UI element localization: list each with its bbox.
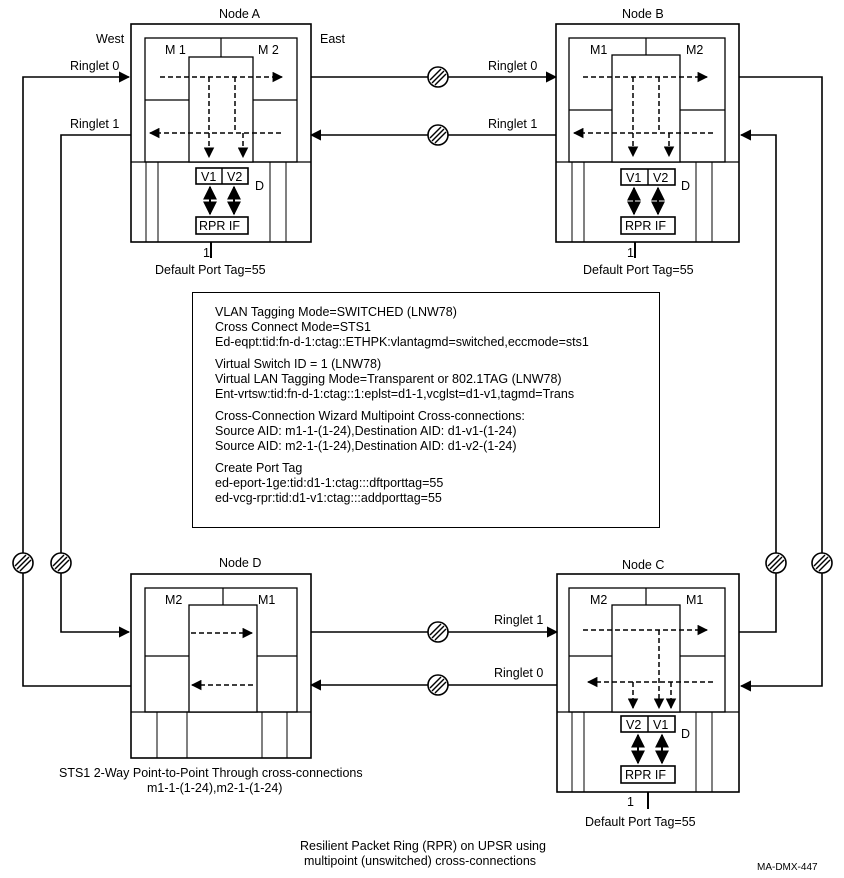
node-c-m2-label: M2	[590, 593, 607, 607]
fiber-span-icon	[427, 621, 449, 643]
ringlet-label: Ringlet 0	[494, 666, 543, 680]
info-group-virtual-switch: Virtual Switch ID = 1 (LNW78) Virtual LA…	[215, 357, 659, 402]
ringlet-label: Ringlet 1	[488, 117, 537, 131]
fiber-span-icon	[811, 552, 833, 574]
caption-line1: Resilient Packet Ring (RPR) on UPSR usin…	[300, 839, 546, 853]
info-line: ed-eport-1ge:tid:d1-1:ctag:::dftporttag=…	[215, 476, 444, 490]
node-a-port-label: 1	[203, 246, 210, 260]
node-c-rpr-label: RPR IF	[625, 768, 666, 782]
ring-links: Ringlet 0 Ringlet 1 Ringlet 1 Ringlet 0 …	[12, 59, 833, 696]
node-a-port-tag: Default Port Tag=55	[155, 263, 266, 277]
node-a-m1-label: M 1	[165, 43, 186, 57]
caption-line2: multipoint (unswitched) cross-connection…	[304, 854, 536, 868]
node-c-port-label: 1	[627, 795, 634, 809]
node-a-v2-label: V2	[227, 170, 242, 184]
info-line: Virtual Switch ID = 1 (LNW78)	[215, 357, 382, 371]
info-line: Virtual LAN Tagging Mode=Transparent or …	[215, 372, 562, 386]
info-line: Ent-vrtsw:tid:fn-d-1:ctag::1:eplst=d1-1,…	[215, 387, 575, 401]
info-line: VLAN Tagging Mode=SWITCHED (LNW78)	[215, 305, 457, 319]
link-d-a-ringlet0	[22, 71, 131, 687]
node-a-west-label: West	[96, 32, 125, 46]
node-d-m2-label: M2	[165, 593, 182, 607]
node-b-v1-label: V1	[626, 171, 641, 185]
node-d-m1-label: M1	[258, 593, 275, 607]
info-line: Source AID: m1-1-(1-24),Destination AID:…	[215, 424, 517, 438]
node-b-v2-label: V2	[653, 171, 668, 185]
info-line: Cross Connect Mode=STS1	[215, 320, 371, 334]
node-a-title: Node A	[219, 7, 261, 21]
node-a-v1-label: V1	[201, 170, 216, 184]
node-b-rpr-label: RPR IF	[625, 219, 666, 233]
node-b-port-label: 1	[627, 246, 634, 260]
info-line: Ed-eqpt:tid:fn-d-1:ctag::ETHPK:vlantagmd…	[215, 335, 589, 349]
info-line: ed-vcg-rpr:tid:d1-v1:ctag:::addporttag=5…	[215, 491, 442, 505]
node-c-title: Node C	[622, 558, 664, 572]
fiber-span-icon	[50, 552, 72, 574]
node-b-frame	[555, 23, 740, 243]
node-a-d-label: D	[255, 179, 264, 193]
sts1-note-line2: m1-1-(1-24),m2-1-(1-24)	[147, 781, 282, 795]
info-group-port-tag: Create Port Tag ed-eport-1ge:tid:d1-1:ct…	[215, 461, 659, 506]
provisioning-info-box: VLAN Tagging Mode=SWITCHED (LNW78) Cross…	[192, 292, 660, 528]
info-line: Cross-Connection Wizard Multipoint Cross…	[215, 409, 525, 423]
node-a-east-label: East	[320, 32, 346, 46]
node-b-m1-label: M1	[590, 43, 607, 57]
ringlet-label: Ringlet 0	[70, 59, 119, 73]
node-d-frame	[130, 573, 312, 759]
node-c: Node C M2 M1 V2 V1 D RPR IF 1 Default Po…	[556, 558, 740, 829]
info-line: Source AID: m2-1-(1-24),Destination AID:…	[215, 439, 517, 453]
info-line: Create Port Tag	[215, 461, 303, 475]
fiber-span-icon	[12, 552, 34, 574]
node-d-title: Node D	[219, 556, 261, 570]
node-a-m2-label: M 2	[258, 43, 279, 57]
fiber-span-icon	[427, 674, 449, 696]
node-b-d-label: D	[681, 179, 690, 193]
link-b-c-ringlet0	[739, 76, 823, 692]
node-c-m1-label: M1	[686, 593, 703, 607]
node-b-port-tag: Default Port Tag=55	[583, 263, 694, 277]
node-a: Node A West East M 1 M 2 V1 V2 D RPR IF …	[96, 7, 346, 277]
node-b-m2-label: M2	[686, 43, 703, 57]
ringlet-label: Ringlet 1	[70, 117, 119, 131]
node-c-d-label: D	[681, 727, 690, 741]
node-c-v2-label: V2	[626, 718, 641, 732]
ringlet-label: Ringlet 0	[488, 59, 537, 73]
node-b-title: Node B	[622, 7, 664, 21]
fiber-span-icon	[765, 552, 787, 574]
node-c-v1-label: V1	[653, 718, 668, 732]
node-a-rpr-label: RPR IF	[199, 219, 240, 233]
info-group-cross-connections: Cross-Connection Wizard Multipoint Cross…	[215, 409, 659, 454]
figure-id: MA-DMX-447	[757, 862, 818, 873]
link-a-d-ringlet1	[60, 134, 131, 638]
node-c-port-tag: Default Port Tag=55	[585, 815, 696, 829]
ringlet-label: Ringlet 1	[494, 613, 543, 627]
node-b: Node B M1 M2 V1 V2 D RPR IF 1 Default Po…	[555, 7, 740, 277]
sts1-note-line1: STS1 2-Way Point-to-Point Through cross-…	[59, 766, 363, 780]
fiber-span-icon	[427, 66, 449, 88]
fiber-span-icon	[427, 124, 449, 146]
node-d: Node D M2 M1	[130, 556, 312, 759]
info-group-vlan-mode: VLAN Tagging Mode=SWITCHED (LNW78) Cross…	[215, 305, 659, 350]
link-c-b-ringlet1	[739, 129, 777, 633]
